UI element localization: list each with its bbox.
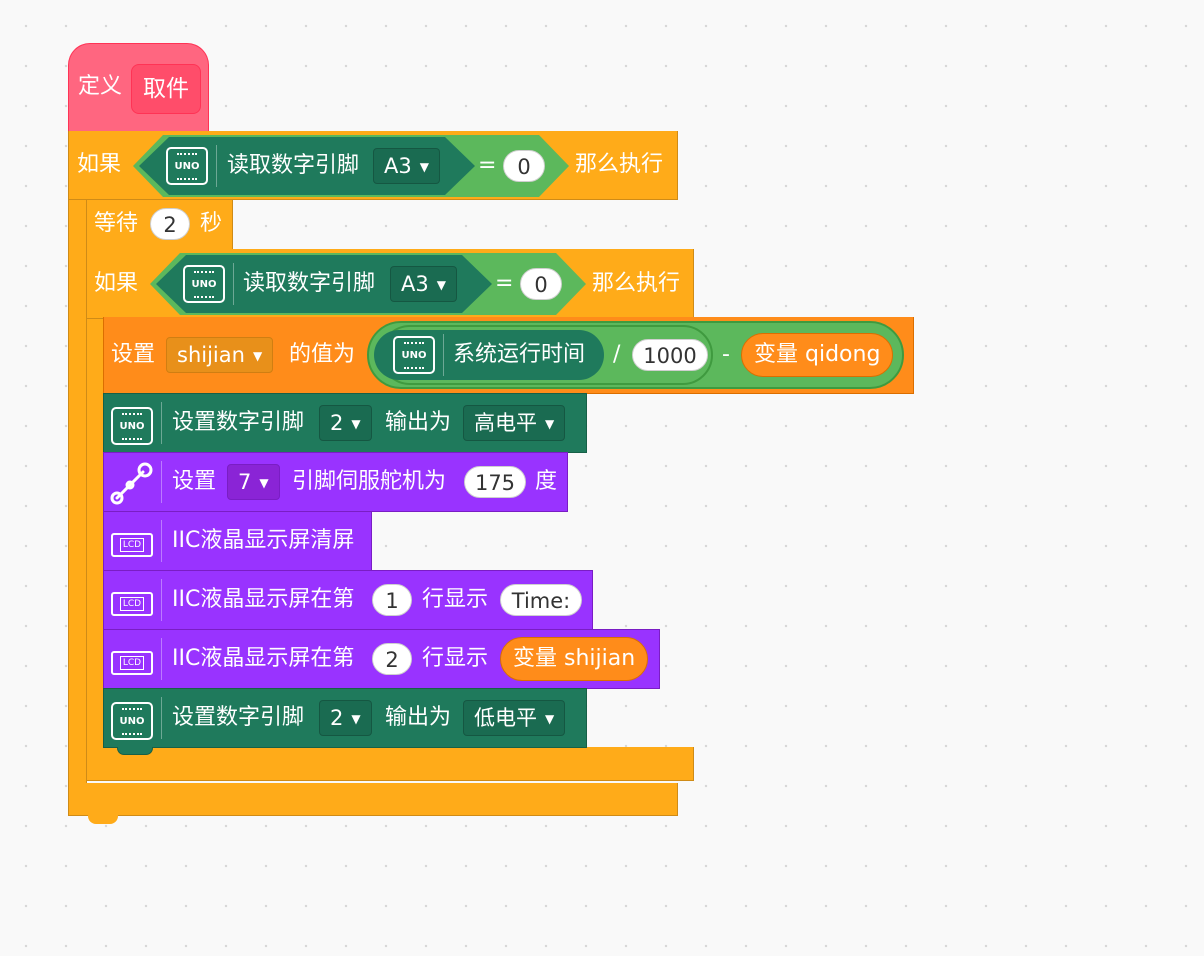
- inner-if-label: 如果: [94, 271, 139, 296]
- icon-separator: [161, 520, 162, 562]
- outer-read-label: 读取数字引脚: [227, 153, 360, 178]
- servo-set-label: 设置: [172, 469, 217, 494]
- variable-name: shijian: [177, 343, 245, 367]
- inner-pin-dropdown[interactable]: A3 ▼: [390, 266, 457, 302]
- high-level-value: 高电平: [474, 411, 537, 435]
- servo-icon: [110, 462, 153, 505]
- icon-separator: [161, 697, 162, 739]
- high-pin-dropdown[interactable]: 2▼: [319, 405, 372, 441]
- lcd-line1-text-input[interactable]: Time:: [500, 584, 582, 616]
- icon-separator: [161, 402, 162, 444]
- servo-pin-value: 7: [238, 470, 252, 494]
- servo-mid-label: 引脚伺服舵机为: [292, 469, 447, 494]
- icon-separator: [233, 263, 234, 305]
- lcd-icon: LCD: [111, 651, 153, 675]
- icon-separator: [443, 334, 444, 376]
- outer-if-arm[interactable]: [68, 198, 87, 785]
- servo-pin-dropdown[interactable]: 7▼: [227, 464, 280, 500]
- outer-pin-dropdown[interactable]: A3 ▼: [373, 148, 440, 184]
- lcd-line2-show-label: 行显示: [422, 646, 489, 671]
- chevron-down-icon: ▼: [351, 712, 361, 726]
- divide-operator: /: [613, 342, 621, 367]
- icon-separator: [216, 145, 217, 187]
- outer-if-footer[interactable]: [68, 783, 678, 816]
- chevron-down-icon: ▼: [259, 476, 269, 490]
- uno-board-icon: UNO: [111, 407, 153, 445]
- lcd-icon: LCD: [111, 533, 153, 557]
- high-pin-value: 2: [330, 411, 344, 435]
- inner-then-label: 那么执行: [592, 271, 681, 296]
- chevron-down-icon: ▼: [351, 417, 361, 431]
- uno-board-icon: UNO: [183, 265, 225, 303]
- servo-unit: 度: [535, 469, 558, 494]
- outer-if-bottom-tab: [88, 814, 118, 824]
- wait-unit: 秒: [200, 211, 223, 236]
- uno-board-icon: UNO: [111, 702, 153, 740]
- minus-operator: -: [722, 342, 730, 367]
- shijian-variable-block[interactable]: 变量 shijian: [500, 637, 649, 681]
- inner-if-arm[interactable]: [86, 317, 104, 749]
- digital-write-low-label: 设置数字引脚: [172, 705, 305, 730]
- runtime-block[interactable]: [374, 330, 604, 380]
- icon-separator: [161, 638, 162, 680]
- define-label: 定义: [78, 74, 123, 99]
- chevron-down-icon: ▼: [252, 349, 263, 363]
- wait-label: 等待: [94, 211, 139, 236]
- value-label: 的值为: [289, 342, 356, 367]
- wait-seconds-input[interactable]: 2: [150, 208, 190, 240]
- outer-pin-value: A3: [384, 154, 412, 178]
- outer-if-label: 如果: [77, 152, 122, 177]
- outer-operator: =: [478, 153, 497, 178]
- qidong-variable-block[interactable]: 变量 qidong: [741, 333, 894, 377]
- outer-compare-value[interactable]: 0: [503, 150, 545, 182]
- digital-write-high-label: 设置数字引脚: [172, 410, 305, 435]
- lcd-clear-label: IIC液晶显示屏清屏: [172, 528, 355, 553]
- chevron-down-icon: ▼: [419, 160, 429, 174]
- output-label: 输出为: [385, 410, 452, 435]
- lcd-icon: LCD: [111, 592, 153, 616]
- low-pin-dropdown[interactable]: 2▼: [319, 700, 372, 736]
- high-level-dropdown[interactable]: 高电平 ▼: [463, 405, 566, 441]
- low-level-value: 低电平: [474, 706, 537, 730]
- uno-board-icon: UNO: [393, 336, 435, 374]
- icon-separator: [161, 579, 162, 621]
- uno-board-icon: UNO: [166, 147, 208, 185]
- runtime-label: 系统运行时间: [453, 342, 586, 367]
- lcd-clear-block[interactable]: [103, 511, 372, 571]
- icon-separator: [161, 461, 162, 503]
- servo-angle-input[interactable]: 175: [464, 466, 526, 498]
- chevron-down-icon: ▼: [545, 712, 555, 726]
- chevron-down-icon: ▼: [545, 417, 555, 431]
- lcd-line1-show-label: 行显示: [422, 587, 489, 612]
- variable-dropdown[interactable]: shijian ▼: [166, 337, 274, 373]
- output-label: 输出为: [385, 705, 452, 730]
- block-tab: [117, 747, 153, 755]
- divisor-input[interactable]: 1000: [632, 339, 708, 371]
- chevron-down-icon: ▼: [436, 278, 446, 292]
- lcd-line1-row-input[interactable]: 1: [372, 584, 412, 616]
- lcd-line2-label: IIC液晶显示屏在第: [172, 646, 355, 671]
- define-name-field[interactable]: 取件: [131, 64, 201, 114]
- inner-pin-value: A3: [401, 272, 429, 296]
- inner-if-footer[interactable]: [86, 747, 694, 781]
- inner-compare-value[interactable]: 0: [520, 268, 562, 300]
- inner-operator: =: [495, 271, 514, 296]
- inner-read-label: 读取数字引脚: [243, 271, 376, 296]
- low-level-dropdown[interactable]: 低电平 ▼: [463, 700, 566, 736]
- set-label: 设置: [111, 342, 156, 367]
- lcd-line1-label: IIC液晶显示屏在第: [172, 587, 355, 612]
- outer-then-label: 那么执行: [575, 152, 664, 177]
- lcd-line2-row-input[interactable]: 2: [372, 643, 412, 675]
- low-pin-value: 2: [330, 706, 344, 730]
